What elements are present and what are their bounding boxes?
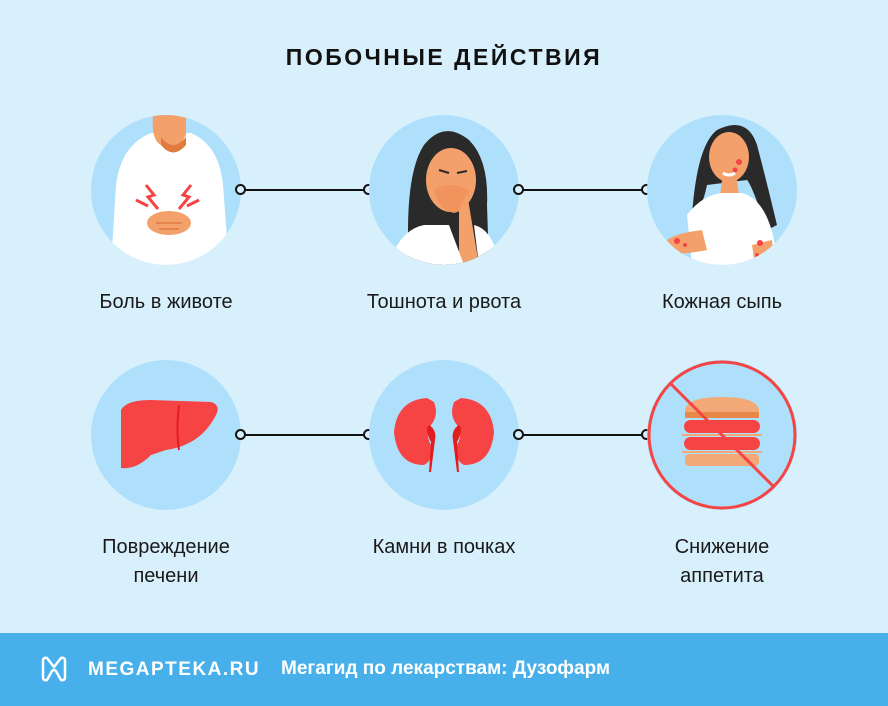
connector-line xyxy=(519,434,647,436)
side-effect-label: Снижение аппетита xyxy=(602,533,842,591)
side-effect-label: Тошнота и рвота xyxy=(366,291,522,313)
label-line: аппетита xyxy=(680,565,764,587)
no-burger-icon xyxy=(647,360,797,510)
stomach-pain-icon xyxy=(91,115,241,265)
nausea-icon xyxy=(369,115,519,265)
skin-rash-icon xyxy=(647,115,797,265)
label-line: Повреждение xyxy=(102,536,230,558)
connector-line xyxy=(241,189,369,191)
label-line: печени xyxy=(133,565,199,587)
page-title: ПОБОЧНЫЕ ДЕЙСТВИЯ xyxy=(285,44,603,70)
liver-icon xyxy=(91,360,241,510)
connector-node xyxy=(513,184,524,195)
footer-tagline: Мегагид по лекарствам: Дузофарм xyxy=(281,658,611,679)
kidney-icon xyxy=(369,360,519,510)
side-effect-label: Боль в животе xyxy=(99,291,233,313)
connector-node xyxy=(235,184,246,195)
side-effect-label: Кожная сыпь xyxy=(661,291,783,313)
megapteka-logo-icon[interactable] xyxy=(39,655,69,683)
brand-name[interactable]: MEGAPTEKA.RU xyxy=(88,659,261,680)
connector-line xyxy=(519,189,647,191)
footer-bar: MEGAPTEKA.RU Мегагид по лекарствам: Дузо… xyxy=(0,633,888,706)
side-effect-label: Повреждение печени xyxy=(46,533,286,591)
connector-node xyxy=(513,429,524,440)
connector-line xyxy=(241,434,369,436)
label-line: Снижение xyxy=(674,536,770,558)
side-effect-label: Камни в почках xyxy=(372,536,516,558)
connector-node xyxy=(235,429,246,440)
